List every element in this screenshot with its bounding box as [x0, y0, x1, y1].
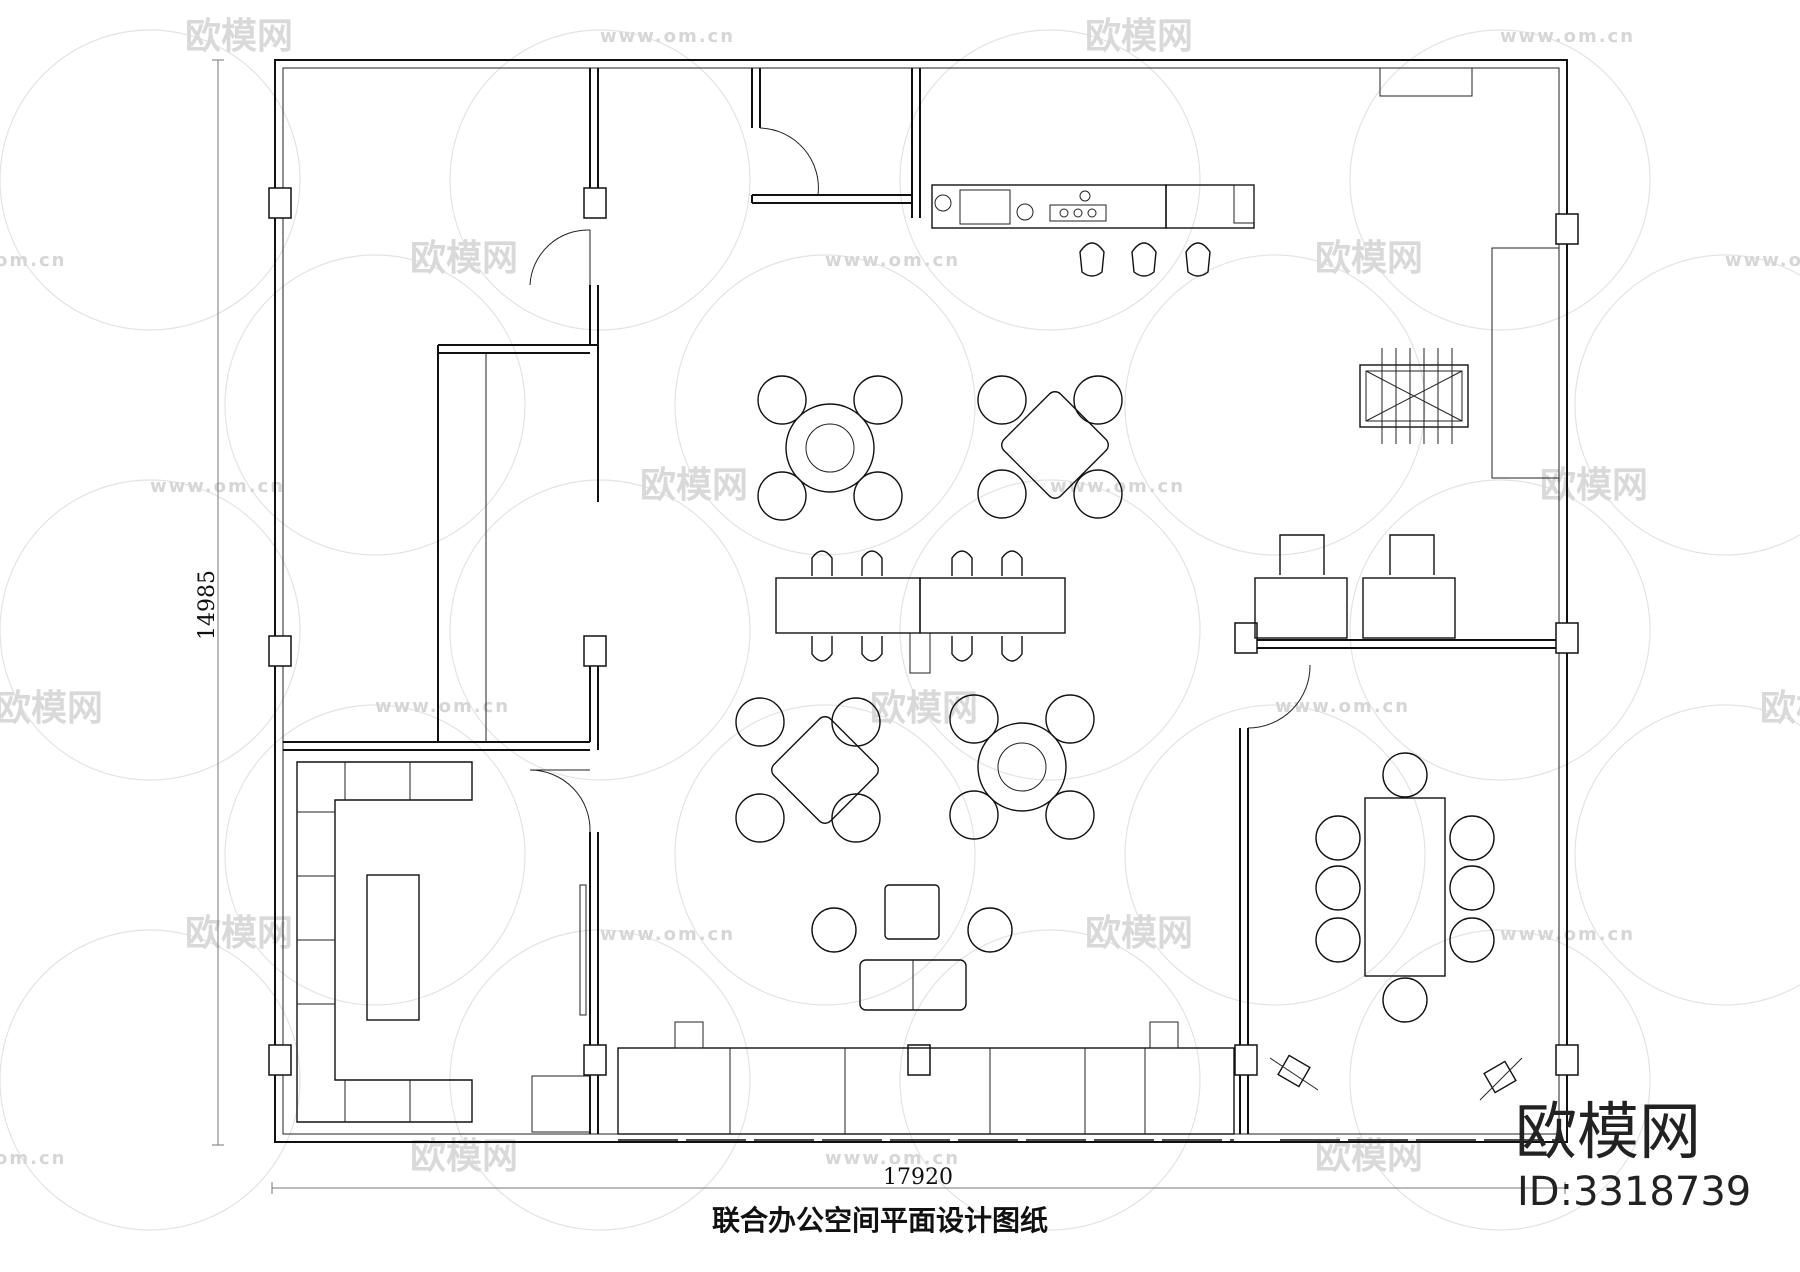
- phone-booth-desks: [1254, 534, 1456, 639]
- watermark-url: om.cn: [0, 250, 66, 271]
- watermark-brand: 欧模网: [1085, 913, 1193, 954]
- watermark-url: www.om.cn: [1500, 26, 1635, 47]
- watermark-brand: 欧模网: [185, 913, 293, 954]
- door-swings: [529, 127, 1311, 833]
- watermark-brand: 欧模网: [185, 16, 293, 57]
- camera-markers: [1269, 1054, 1523, 1101]
- round-table-set: [949, 694, 1095, 840]
- watermark-url: www.om.cn: [600, 26, 735, 47]
- square-table-set: [735, 697, 881, 843]
- round-table-set: [757, 375, 903, 521]
- watermark-brand: 欧模网: [1315, 238, 1423, 279]
- watermark-brand: 欧模网: [410, 238, 518, 279]
- watermark-url: om.cn: [0, 1148, 66, 1169]
- walls: [274, 59, 1568, 1143]
- foosball-table: [1359, 348, 1469, 444]
- meeting-table-set: [1315, 752, 1495, 1023]
- drawing-title: 联合办公空间平面设计图纸: [712, 1204, 1048, 1237]
- work-desk: [775, 550, 1066, 674]
- kitchen-counter: [931, 184, 1255, 229]
- square-table-set: [977, 375, 1123, 519]
- model-id-label: ID:3318739: [1517, 1169, 1751, 1215]
- watermark-url: www.om.cn: [1725, 250, 1800, 271]
- watermark-url: www.om.cn: [150, 476, 285, 497]
- watermark-brand: 欧模网: [1540, 465, 1648, 506]
- height-dimension-label: 14985: [195, 570, 220, 640]
- watermark-brand: 欧模网: [0, 688, 103, 729]
- dimension-lines: 14985 17920: [195, 59, 1566, 1194]
- watermark-url: www.om.cn: [1050, 476, 1185, 497]
- watermark-url: www.om.cn: [600, 924, 735, 945]
- brand-logo-text: 欧模网: [1515, 1095, 1701, 1168]
- watermark-brand: 欧模网: [1085, 16, 1193, 57]
- lounge-seating: [811, 884, 1013, 1011]
- watermark-url: www.om.cn: [825, 1148, 960, 1169]
- watermark-brand: 欧模网: [640, 465, 748, 506]
- structural-columns: [268, 187, 1579, 1076]
- watermark-url: www.om.cn: [825, 250, 960, 271]
- bottom-cabinets: [617, 1021, 1560, 1141]
- watermark-url: www.om.cn: [1275, 696, 1410, 717]
- width-dimension-label: 17920: [883, 1165, 953, 1190]
- watermark-url: www.om.cn: [375, 696, 510, 717]
- bar-stools: [1079, 242, 1211, 277]
- l-shaped-sofa: [296, 761, 591, 1133]
- watermark-brand: 欧模网: [870, 688, 978, 729]
- watermark-brand: 欧模网: [1760, 688, 1800, 729]
